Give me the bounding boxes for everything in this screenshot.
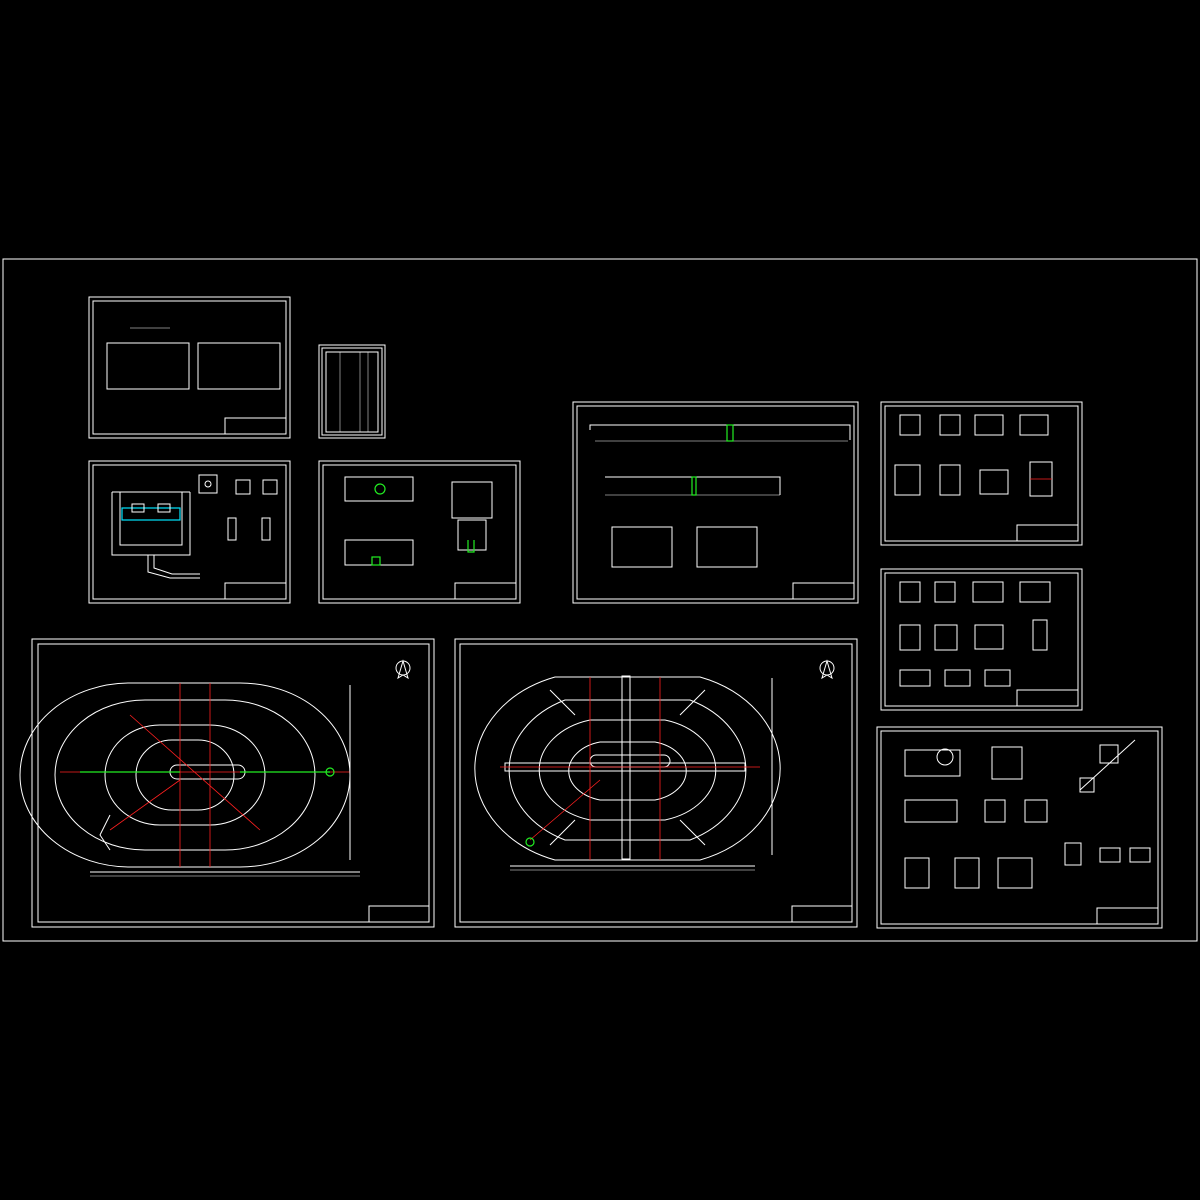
- sheet-node-details-3[interactable]: [876, 726, 1163, 929]
- longitudinal-section-2: [605, 476, 781, 496]
- north-icon: [395, 659, 411, 680]
- index-table-left: [106, 342, 190, 390]
- cross-section-1: [611, 526, 673, 568]
- title-block: [224, 582, 287, 600]
- sheet-node-details-1[interactable]: [880, 401, 1083, 546]
- detail-grid: [904, 739, 1151, 889]
- scale-bar: [90, 871, 360, 877]
- detail-grid: [894, 414, 1053, 497]
- cross-section-2: [696, 526, 758, 568]
- title-block: [1096, 907, 1159, 925]
- ring-plan: [19, 682, 351, 868]
- material-table: [325, 351, 379, 433]
- longitudinal-section-1: [589, 424, 851, 442]
- index-table-right: [197, 342, 281, 390]
- plan-view: [344, 476, 414, 502]
- drawing-border: [2, 258, 1198, 942]
- sheet-plan-ring-1[interactable]: [19, 638, 435, 928]
- elevation-view: [344, 539, 414, 566]
- title-block: [792, 582, 855, 600]
- title-block: [224, 417, 287, 435]
- sheet-node-details-2[interactable]: [880, 568, 1083, 711]
- title-block: [454, 582, 517, 600]
- sheet-well-details-2[interactable]: [318, 460, 521, 604]
- ring-plan: [474, 675, 781, 861]
- title-block: [1016, 524, 1079, 542]
- sheet-index-table[interactable]: [88, 296, 291, 439]
- detail-grid: [899, 581, 1051, 687]
- section-view: [451, 481, 493, 553]
- scale-bar: [510, 865, 755, 871]
- title-block: [368, 905, 430, 923]
- sheet-material-list[interactable]: [318, 344, 386, 439]
- sheet-well-details-1[interactable]: [88, 460, 291, 604]
- sheet-sections-elevation[interactable]: [572, 401, 859, 604]
- title-block: [1016, 689, 1079, 707]
- north-icon: [819, 659, 835, 680]
- well-section: [111, 491, 200, 579]
- detail-views: [198, 474, 278, 541]
- title-block: [791, 905, 853, 923]
- sheet-plan-ring-2[interactable]: [454, 638, 858, 928]
